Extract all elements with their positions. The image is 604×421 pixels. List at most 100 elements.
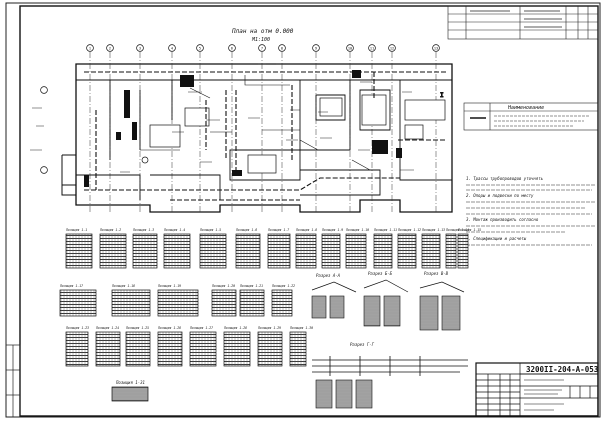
table-caption: Позиция 1-13	[421, 228, 445, 232]
title-block-code: 3200II-204-A-053	[526, 365, 599, 374]
table-row-3: Позиция 1-23 Позиция 1-24 Позиция 1-25 Пози…	[65, 326, 313, 367]
table-caption: Позиция 1-27	[189, 326, 213, 330]
spec-table	[289, 331, 307, 367]
spec-table	[163, 233, 191, 269]
spec-table	[65, 331, 89, 367]
spec-table	[223, 331, 251, 367]
table-caption: Позиция 1-25	[125, 326, 149, 330]
table-caption: Позиция 1-21	[239, 284, 263, 288]
spec-table	[157, 331, 183, 367]
table-caption: Позиция 1-9	[321, 228, 343, 232]
spec-table	[321, 233, 341, 269]
detail-caption-3: Разрез В-В	[424, 271, 449, 276]
spec-table	[211, 289, 237, 317]
spec-table	[421, 233, 441, 269]
table-caption: Позиция 1-29	[257, 326, 281, 330]
note-3: 3. Монтаж производить согласно	[465, 217, 539, 222]
grid-mark-4: 4	[171, 46, 173, 50]
spec-table	[235, 233, 261, 269]
plan-title: План на отм 0.000	[231, 28, 294, 35]
table-caption: Позиция 1-4	[163, 228, 185, 232]
table-caption: Позиция 1-15	[457, 228, 481, 232]
table-caption: Позиция 1-26	[157, 326, 181, 330]
outer-border	[5, 2, 601, 418]
spec-table	[345, 233, 367, 269]
grid-mark-5: 5	[199, 46, 201, 50]
spec-table	[295, 233, 317, 269]
table-caption: Позиция 1-24	[95, 326, 119, 330]
table-caption: Позиция 1-19	[157, 284, 181, 288]
table-row-1: Позиция 1-1 Позиция 1-2 Позиция 1-3 Позиция…	[65, 228, 481, 269]
grid-mark-6: 6	[231, 46, 233, 50]
spec-table	[239, 289, 265, 317]
grid-mark-11: 11	[370, 46, 374, 50]
detail-sections: Разрез А-А Разрез Б-Б Разрез В-В Разрез …	[311, 271, 468, 409]
legend-table	[463, 102, 599, 131]
notes-block: 1. Трассы трубопроводов уточнять 2. Опор…	[465, 176, 596, 246]
svg-text:I: I	[440, 92, 444, 99]
spec-table	[267, 233, 291, 269]
spec-table	[95, 331, 121, 367]
plan-scale: М1:100	[251, 37, 270, 43]
table-caption: Позиция 1-6	[235, 228, 257, 232]
grid-mark-1: 1	[89, 46, 91, 50]
table-caption: Позиция 1-17	[59, 284, 83, 288]
grid-mark-12: 12	[390, 46, 394, 50]
table-caption: Позиция 1-14	[445, 228, 469, 232]
table-caption: Позиция 1-10	[345, 228, 369, 232]
spec-table	[125, 331, 151, 367]
table-caption: Позиция 1-3	[132, 228, 154, 232]
note-4: 4. Спецификации и расчеты	[466, 236, 527, 241]
table-caption: Позиция 1-11	[373, 228, 397, 232]
table-caption: Позиция 1-30	[289, 326, 313, 330]
grid-mark-8: 8	[281, 46, 283, 50]
table-caption: Позиция 1-12	[397, 228, 421, 232]
table-row-2: Позиция 1-17 Позиция 1-18 Позиция 1-19 Пози…	[59, 284, 295, 317]
spec-table	[445, 233, 457, 269]
grid-mark-3: 3	[139, 46, 141, 50]
table-caption: Позиция 1-2	[99, 228, 121, 232]
spec-table	[199, 233, 227, 269]
note-1: 1. Трассы трубопроводов уточнять	[466, 176, 544, 181]
floor-plan: I	[30, 52, 453, 213]
spec-table	[157, 289, 199, 317]
spec-table	[132, 233, 158, 269]
note-2: 2. Опоры и подвески по месту	[466, 193, 534, 198]
spec-table	[65, 233, 93, 269]
detail-caption-2: Разрез Б-Б	[368, 271, 393, 276]
table-caption: Позиция 1-8	[295, 228, 317, 232]
grid-mark-13: 13	[434, 46, 438, 50]
spec-table	[397, 233, 417, 269]
table-caption: Позиция 1-23	[65, 326, 89, 330]
table-single: Позиция 1-31	[111, 380, 149, 402]
grid-mark-10: 10	[348, 46, 352, 50]
revision-table	[447, 5, 599, 40]
binding-strip	[5, 344, 21, 418]
title-block	[475, 362, 599, 417]
spec-table	[257, 331, 283, 367]
spec-table	[457, 233, 469, 269]
detail-caption-1: Разрез А-А	[316, 273, 341, 278]
spec-table	[59, 289, 97, 317]
spec-table	[99, 233, 127, 269]
spec-table	[373, 233, 393, 269]
legend-heading: Наименование	[507, 105, 544, 111]
table-caption-single: Позиция 1-31	[115, 380, 145, 385]
detail-caption-bottom: Разрез Г-Г	[350, 342, 375, 347]
row-markers	[40, 86, 48, 174]
inner-frame	[19, 5, 599, 417]
table-caption: Позиция 1-7	[267, 228, 289, 232]
grid-markers: 1 2 3 4 5 6 7 8 9 10 11 12 13	[86, 44, 440, 52]
table-caption: Позиция 1-22	[271, 284, 295, 288]
table-caption: Позиция 1-1	[65, 228, 87, 232]
spec-table	[111, 289, 151, 317]
spec-table	[271, 289, 293, 317]
table-caption: Позиция 1-5	[199, 228, 221, 232]
table-caption: Позиция 1-18	[111, 284, 135, 288]
table-caption: Позиция 1-20	[211, 284, 235, 288]
table-caption: Позиция 1-28	[223, 326, 247, 330]
spec-table	[189, 331, 217, 367]
grid-mark-2: 2	[109, 46, 111, 50]
grid-mark-9: 9	[315, 46, 317, 50]
